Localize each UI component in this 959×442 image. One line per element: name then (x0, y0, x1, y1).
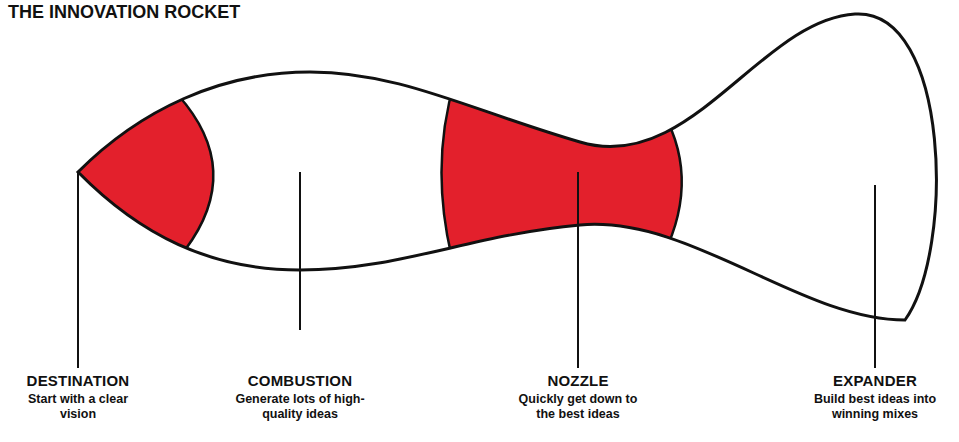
section-heading: EXPANDER (800, 372, 950, 389)
rocket-outline (78, 14, 936, 320)
section-heading: NOZZLE (503, 372, 653, 389)
section-divider (442, 80, 456, 270)
section-heading: COMBUSTION (220, 372, 380, 389)
section-description: Quickly get down to the best ideas (518, 392, 638, 422)
section-description: Generate lots of high-quality ideas (235, 392, 365, 422)
leader-line (77, 172, 79, 368)
diagram-title: THE INNOVATION ROCKET (8, 2, 240, 23)
section-divider (178, 95, 213, 250)
section-description: Start with a clear vision (18, 392, 138, 422)
section-heading: DESTINATION (3, 372, 153, 389)
leader-line (577, 172, 579, 368)
destination-section (0, 0, 213, 442)
nozzle-section (442, 0, 682, 442)
section-divider (652, 95, 682, 245)
leader-line (299, 172, 301, 330)
section-description: Build best ideas into winning mixes (800, 392, 950, 422)
leader-line (874, 185, 876, 368)
